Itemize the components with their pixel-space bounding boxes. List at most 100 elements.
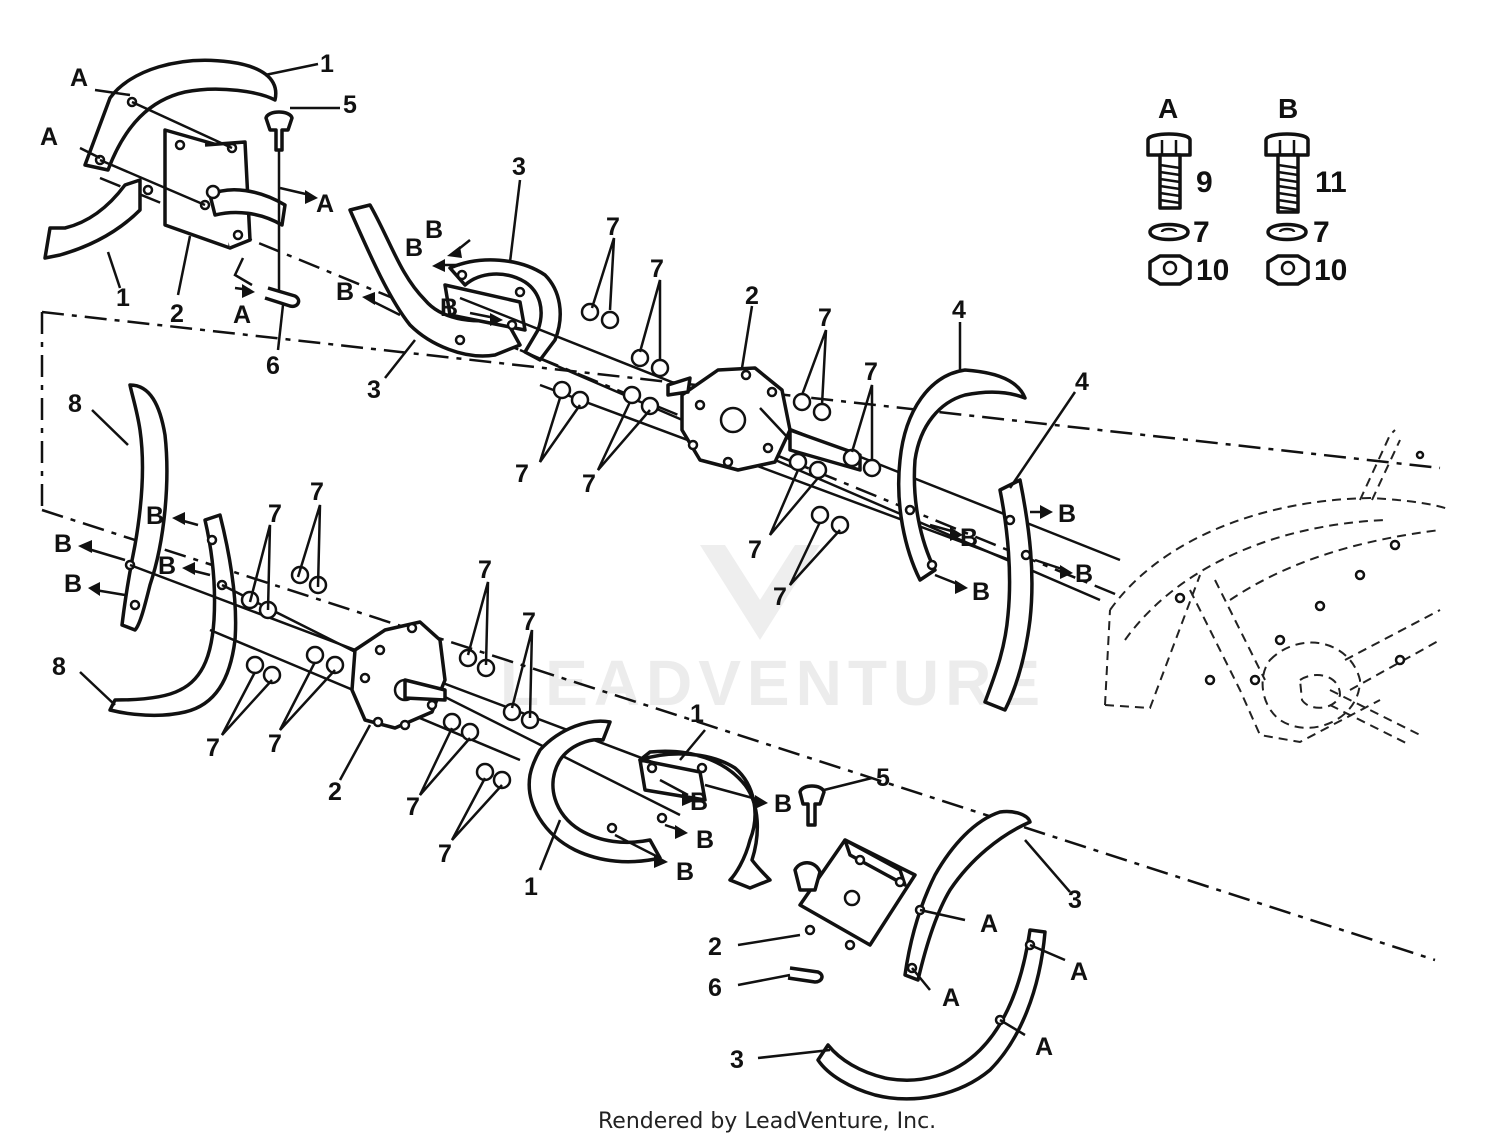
tine-4-b [983,478,1034,712]
callout-b: B [1058,500,1076,528]
tine-3-curved-a [348,203,522,358]
callout-3: 3 [730,1046,744,1074]
hairpin-6-bottom [787,966,824,984]
legend-a-heading: A [1158,93,1178,124]
callout-7: 7 [406,793,420,821]
callout-7: 7 [268,730,282,758]
tine-8-lower [108,513,238,718]
callout-7: 7 [818,304,832,332]
callout-7: 7 [206,734,220,762]
callout-a: A [1070,958,1088,986]
tine-4-a [896,368,1027,582]
legend-a-nut-number: 10 [1196,254,1229,287]
clevis-pin-5-bottom [798,784,826,827]
top-left-end-tine-assembly [43,58,301,309]
footer-credit: Rendered by LeadVenture, Inc. [598,1109,936,1134]
callout-labels: 1 5 1 2 6 3 3 7 7 7 7 2 7 7 7 7 4 4 8 8 … [52,50,1089,1074]
callout-a: A [70,64,88,92]
callout-b: B [158,552,176,580]
shaft-outline [40,176,1441,962]
legend-b-nut-number: 10 [1314,254,1347,287]
callout-6: 6 [266,352,280,380]
callout-b: B [440,294,458,322]
leader-lines [79,62,1077,1060]
clevis-pin-5-top [264,110,294,152]
watermark: LEADVENTURE [500,545,1046,719]
tiller-housing [1104,429,1451,746]
fastener-arrows [78,88,1073,1037]
tine-3-bottom-a [903,809,1032,982]
lockwasher-a-icon [1148,222,1190,242]
tine-1-bottom-a [527,719,662,864]
legend-a-lockwasher-number: 7 [1193,216,1210,249]
callout-5: 5 [876,764,890,792]
callout-b: B [425,216,443,244]
callout-7: 7 [438,840,452,868]
callout-7: 7 [748,536,762,564]
legend-b-heading: B [1278,93,1298,124]
fastener-legend: A B 9 7 10 11 7 10 [1146,93,1347,287]
callout-b: B [146,502,164,530]
tine-3-curved-b [448,258,562,362]
bottom-hub-plate-2 [350,620,447,731]
callout-a: A [942,984,960,1012]
callout-7: 7 [606,213,620,241]
callout-4: 4 [1075,368,1089,396]
callout-a: A [40,123,58,151]
callout-7: 7 [650,255,664,283]
legend-b-bolt-number: 11 [1315,166,1347,199]
callout-1: 1 [524,873,538,901]
tine-1-lower [43,178,142,260]
callout-b: B [774,790,792,818]
callout-1: 1 [690,700,704,728]
tine-1-bottom-b [638,749,772,890]
legend-a-bolt-number: 9 [1196,166,1213,199]
callout-a: A [1035,1033,1053,1061]
lockwasher-b-icon [1266,222,1308,242]
watermark-text: LEADVENTURE [500,647,1046,719]
callout-7: 7 [478,556,492,584]
callout-1: 1 [320,50,334,78]
hex-bolt-b-icon [1264,132,1310,157]
callout-7: 7 [773,583,787,611]
callout-7: 7 [268,500,282,528]
callout-8: 8 [52,653,66,681]
callout-6: 6 [708,974,722,1002]
callout-b: B [690,788,708,816]
callout-b: B [1075,560,1093,588]
callout-4: 4 [952,296,966,324]
callout-2: 2 [745,282,759,310]
callout-a: A [233,301,251,329]
callout-b: B [676,858,694,886]
callout-1: 1 [116,284,130,312]
callout-7: 7 [310,478,324,506]
callout-b: B [64,570,82,598]
bottom-left-tine-8-set [108,383,701,817]
tine-3-bottom-b [816,928,1047,1101]
callout-b: B [696,826,714,854]
callout-a: A [980,910,998,938]
bottom-tine-1-pair [527,719,772,890]
callout-3: 3 [512,153,526,181]
fastener-letter-callouts: A A A A B B B B B B B B B B B B B B B B … [40,64,1093,1061]
callout-b: B [336,278,354,306]
callout-5: 5 [343,91,357,119]
callout-7: 7 [864,358,878,386]
hairpin-6-top [264,286,301,309]
hex-bolt-a-icon [1146,132,1192,157]
callout-b: B [972,578,990,606]
callout-b: B [960,524,978,552]
callout-2: 2 [170,300,184,328]
legend-b-lockwasher-number: 7 [1313,216,1330,249]
bottom-right-end-tine-assembly [787,784,1047,1101]
callout-b: B [54,530,72,558]
top-hub-plate-2 [666,366,862,472]
top-tine-set-3 [348,203,562,362]
callout-7: 7 [582,470,596,498]
callout-7: 7 [522,608,536,636]
top-tine-4-pair [896,368,1034,712]
callout-2: 2 [328,778,342,806]
callout-8: 8 [68,390,82,418]
callout-2: 2 [708,933,722,961]
